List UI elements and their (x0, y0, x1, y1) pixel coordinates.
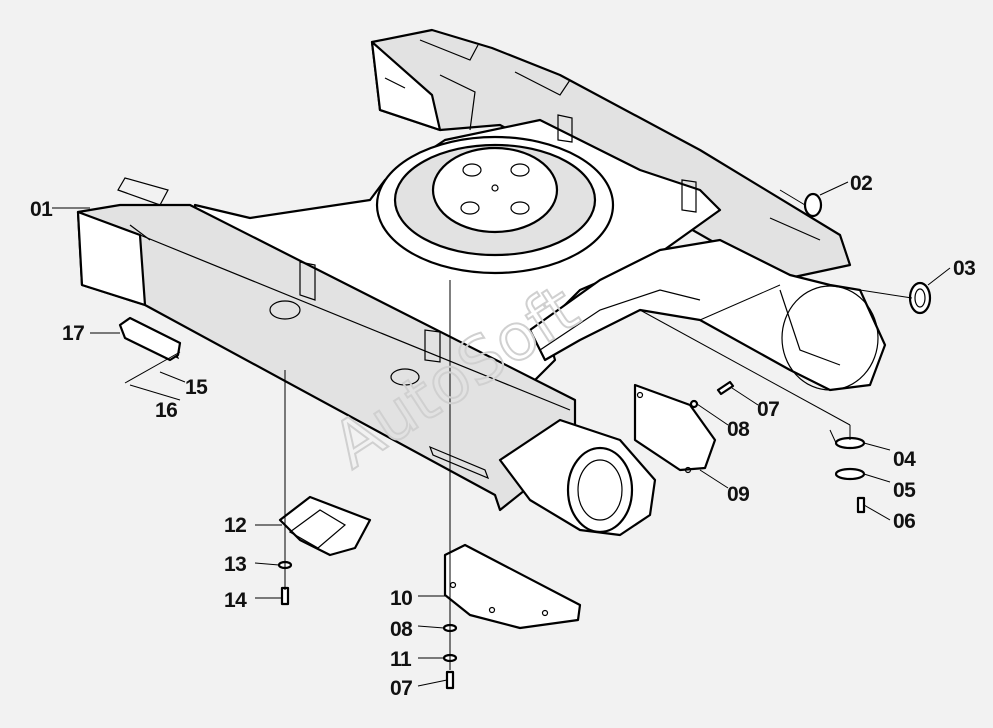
callout-13: 13 (224, 553, 246, 576)
callout-07-top: 07 (757, 398, 779, 421)
callout-04: 04 (893, 448, 916, 471)
callout-09: 09 (727, 483, 749, 506)
callout-05: 05 (893, 479, 916, 502)
lower-frame (76, 28, 887, 537)
callout-12: 12 (224, 514, 246, 537)
callout-06: 06 (893, 510, 915, 533)
callout-labels: 01 02 03 04 05 06 07 08 09 10 08 11 07 1… (30, 172, 976, 700)
callout-01: 01 (30, 198, 53, 221)
callout-11: 11 (390, 648, 412, 671)
callout-03: 03 (953, 257, 975, 280)
callout-17: 17 (62, 322, 84, 345)
callout-14: 14 (224, 589, 247, 612)
callout-07-bottom: 07 (390, 677, 412, 700)
callout-15: 15 (185, 376, 208, 399)
leader-lines (52, 181, 951, 687)
callout-08-top: 08 (727, 418, 750, 441)
callout-16: 16 (155, 399, 177, 422)
callout-08-bottom: 08 (390, 618, 413, 641)
callout-02: 02 (850, 172, 872, 195)
callout-10: 10 (390, 587, 412, 610)
